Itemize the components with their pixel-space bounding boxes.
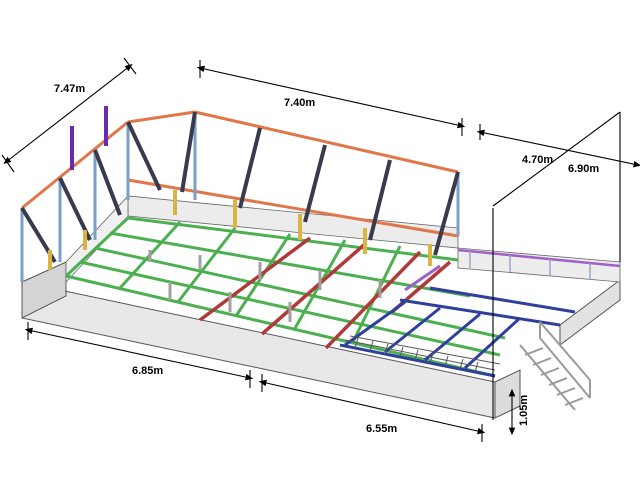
dim-width-left: 7.47m (54, 83, 85, 95)
dim-overall-depth: 6.90m (568, 163, 599, 175)
dimension-lines (1, 57, 640, 442)
deck-back-wall (457, 247, 621, 283)
dim-length-front-right: 6.55m (366, 423, 397, 435)
floor-posts (148, 250, 382, 322)
dim-deck-depth: 4.70m (522, 154, 553, 166)
dim-deck-height: 1.05m (518, 395, 530, 426)
dim-length-top: 7.40m (284, 97, 315, 109)
base-wall (21, 194, 621, 419)
deck-wall-face (494, 369, 521, 419)
access-stairs (519, 321, 591, 411)
deck-frame (339, 248, 621, 378)
dim-length-front-left: 6.85m (132, 365, 163, 377)
deck-end-wall (559, 279, 621, 346)
